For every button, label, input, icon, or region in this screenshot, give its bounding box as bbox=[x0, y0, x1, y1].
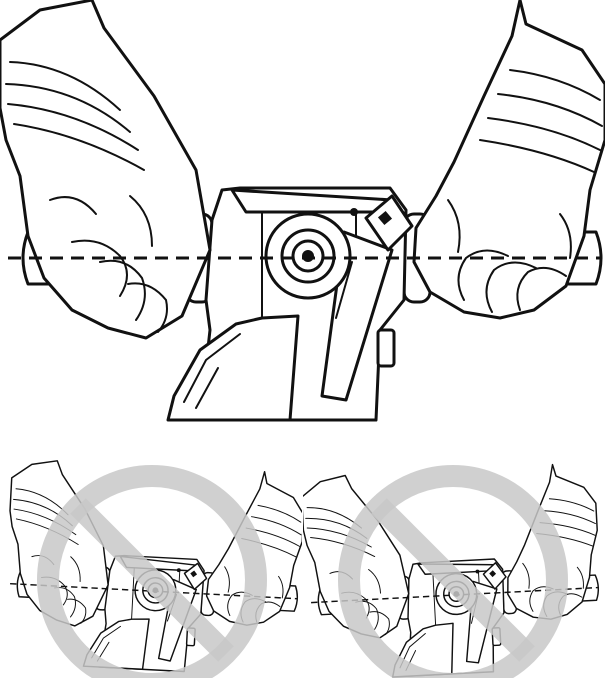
tool-with-hands bbox=[0, 0, 605, 420]
incorrect-hold-drawing-right bbox=[303, 430, 605, 678]
incorrect-hold-illustration-right bbox=[303, 430, 605, 678]
correct-hold-illustration bbox=[0, 0, 605, 430]
incorrect-hold-drawing-left bbox=[0, 430, 302, 678]
correct-hold-drawing bbox=[0, 0, 605, 430]
incorrect-hold-illustration-left bbox=[0, 430, 302, 678]
